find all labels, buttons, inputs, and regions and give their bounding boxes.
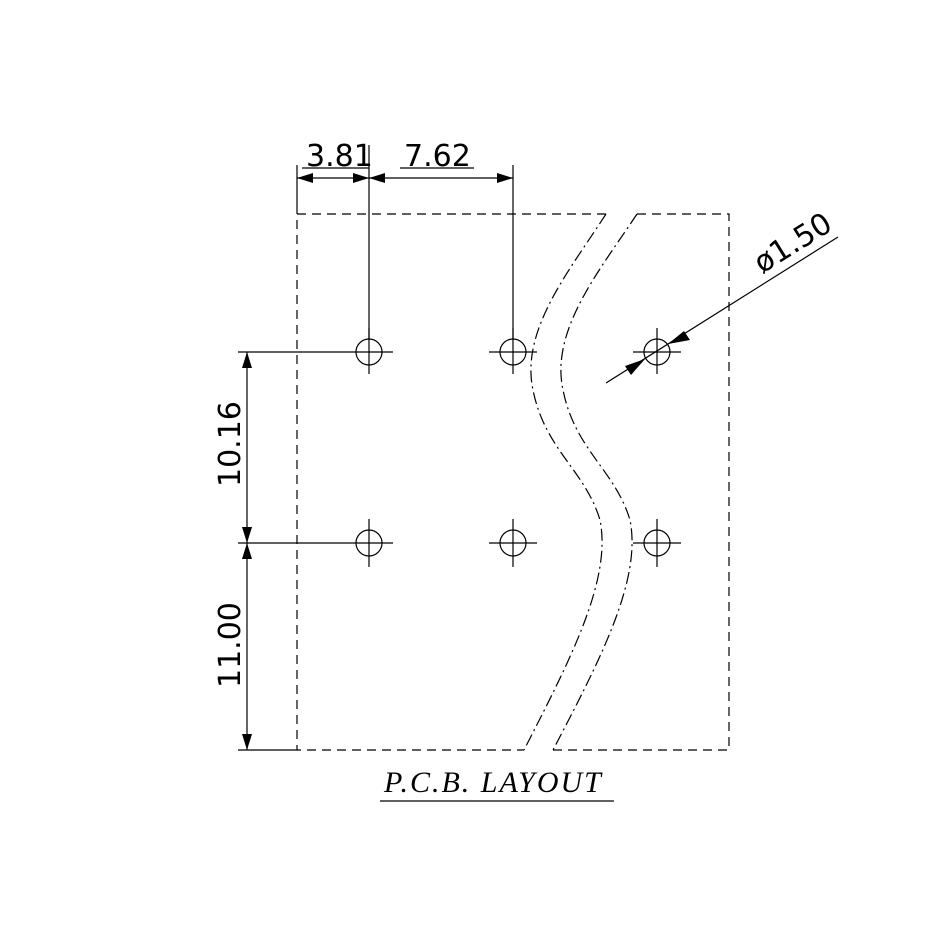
dimension-hole-diameter-label: ø1.50 — [748, 206, 839, 281]
title-text: P.C.B. LAYOUT — [383, 766, 603, 799]
dimension-pitch-y-label: 10.16 — [213, 401, 248, 487]
board-outline — [296, 213, 730, 751]
dimension-offset-label: 3.81 — [306, 139, 373, 174]
hole-row-bottom — [345, 519, 681, 567]
hole — [489, 519, 537, 567]
dimension-bottom-margin: 11.00 — [213, 543, 297, 751]
dimension-pitch-x: 7.62 — [369, 139, 514, 340]
hole — [345, 519, 393, 567]
dimension-offset: 3.81 — [296, 139, 373, 340]
dimension-hole-diameter: ø1.50 — [605, 206, 839, 384]
dimension-bottom-margin-label: 11.00 — [213, 602, 248, 688]
dimension-pitch-y: 10.16 — [213, 351, 345, 544]
hole — [633, 519, 681, 567]
dimension-pitch-x-label: 7.62 — [404, 139, 471, 174]
break-lines — [523, 213, 638, 751]
drawing-title: P.C.B. LAYOUT — [380, 766, 614, 802]
